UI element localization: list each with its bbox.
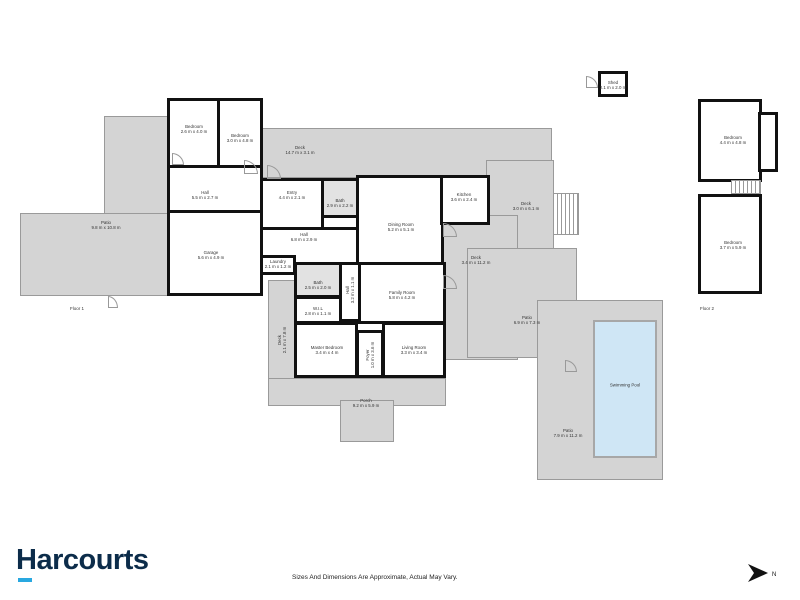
disclaimer-text: Sizes And Dimensions Are Approximate, Ac… <box>292 574 458 581</box>
north-arrow-icon: N <box>746 562 780 589</box>
shed-door <box>586 76 598 88</box>
svg-text:N: N <box>772 572 776 578</box>
deck-stairs <box>553 193 579 235</box>
entry <box>260 178 324 230</box>
door-arc <box>108 296 118 308</box>
upstairs-bay <box>758 112 778 172</box>
harcourts-logo: Harcourts <box>16 544 149 576</box>
patio-west-lower <box>20 213 170 296</box>
living-room <box>382 322 446 378</box>
pool-label: Swimming Pool <box>609 382 641 388</box>
garage <box>167 210 263 296</box>
kitchen <box>440 175 490 225</box>
dining-room <box>356 175 444 265</box>
upstairs-bedroom-2 <box>698 194 762 294</box>
porch-step <box>340 400 394 442</box>
floor-1-label: Floor 1 <box>70 306 85 311</box>
floor-2-label: Floor 2 <box>700 306 715 311</box>
family-room <box>358 262 446 324</box>
upstairs-stairs <box>731 180 761 194</box>
bath-2 <box>294 262 342 298</box>
shed <box>598 71 628 97</box>
swimming-pool <box>593 320 657 458</box>
logo-accent-bar <box>18 578 32 582</box>
